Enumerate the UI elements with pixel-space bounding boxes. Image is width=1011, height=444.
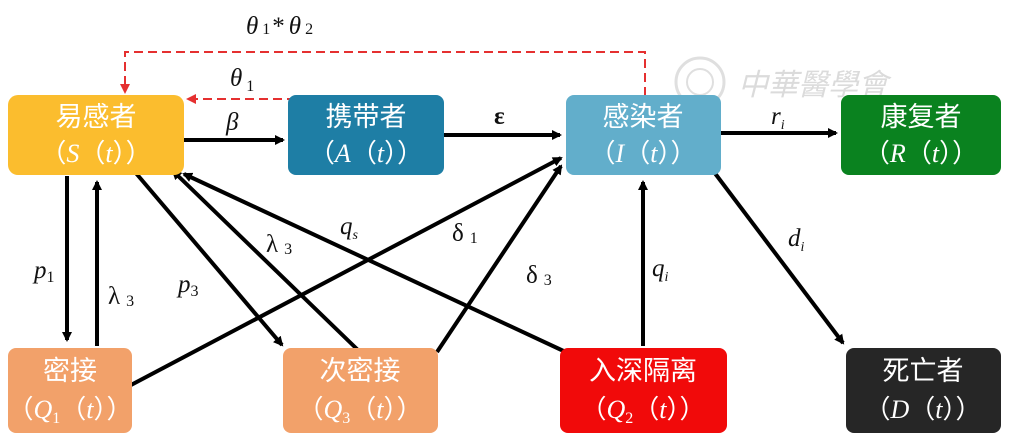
edge-qi-label: qi <box>652 255 669 285</box>
edge-delta1-line <box>130 156 563 387</box>
node-close-contact-title: 密接 <box>43 356 97 387</box>
edge-di-line <box>712 170 845 345</box>
node-recovered-box <box>841 95 1001 175</box>
node-deceased-title: 死亡者 <box>883 356 964 387</box>
node-close-contact-box <box>8 348 132 433</box>
node-infected: 感染者 （I（t）） <box>566 95 721 175</box>
edge-lambda3-mid-line <box>171 169 362 354</box>
node-deep-isolation-title: 入深隔离 <box>589 356 697 387</box>
node-carrier: 携带者 （A（t）） <box>288 95 444 175</box>
node-secondary-contact-title: 次密接 <box>320 356 401 387</box>
node-recovered: 康复者 （R（t）） <box>841 95 1001 175</box>
node-susceptible-title: 易感者 <box>56 102 137 133</box>
node-deceased: 死亡者 （D（t）） <box>846 348 1001 433</box>
node-deceased-sub: （D（t）） <box>864 395 981 424</box>
watermark-seal-inner-icon <box>686 68 714 96</box>
edge-theta12-line <box>120 51 646 96</box>
node-close-contact-sub: （Q1（t）） <box>7 395 132 427</box>
edge-p1-label: p1 <box>32 257 55 286</box>
feedback-edges <box>120 51 646 104</box>
node-susceptible-box <box>8 95 184 175</box>
node-carrier-sub: （A（t）） <box>309 139 423 168</box>
node-carrier-title: 携带者 <box>326 102 407 133</box>
edge-p3-label: p3 <box>176 271 199 300</box>
node-secondary-contact: 次密接 （Q3（t）） <box>283 348 438 433</box>
node-carrier-box <box>288 95 444 175</box>
edge-beta-label: β <box>225 109 239 136</box>
node-recovered-title: 康复者 <box>881 102 962 133</box>
node-infected-title: 感染者 <box>603 102 684 133</box>
edge-epsilon-label: ε <box>494 103 505 130</box>
node-susceptible: 易感者 （S（t）） <box>8 95 184 175</box>
node-deep-isolation-box <box>560 348 727 433</box>
edge-ri-label: ri <box>771 103 785 133</box>
node-deceased-box <box>846 348 1001 433</box>
node-infected-box <box>566 95 721 175</box>
edge-di-label: di <box>788 225 805 255</box>
node-recovered-sub: （R（t）） <box>864 139 978 168</box>
node-susceptible-sub: （S（t）） <box>40 139 151 168</box>
node-infected-sub: （I（t）） <box>590 139 697 168</box>
node-deep-isolation-sub: （Q2（t）） <box>580 395 705 427</box>
node-deep-isolation: 入深隔离 （Q2（t）） <box>560 348 727 433</box>
node-secondary-contact-box <box>283 348 438 433</box>
edge-qs-line <box>182 172 571 356</box>
edge-qs-label: qs <box>340 213 359 243</box>
edge-delta3-line <box>435 164 563 354</box>
node-close-contact: 密接 （Q1（t）） <box>7 348 133 433</box>
node-secondary-contact-sub: （Q3（t）） <box>297 395 422 427</box>
flow-edges <box>62 128 845 387</box>
